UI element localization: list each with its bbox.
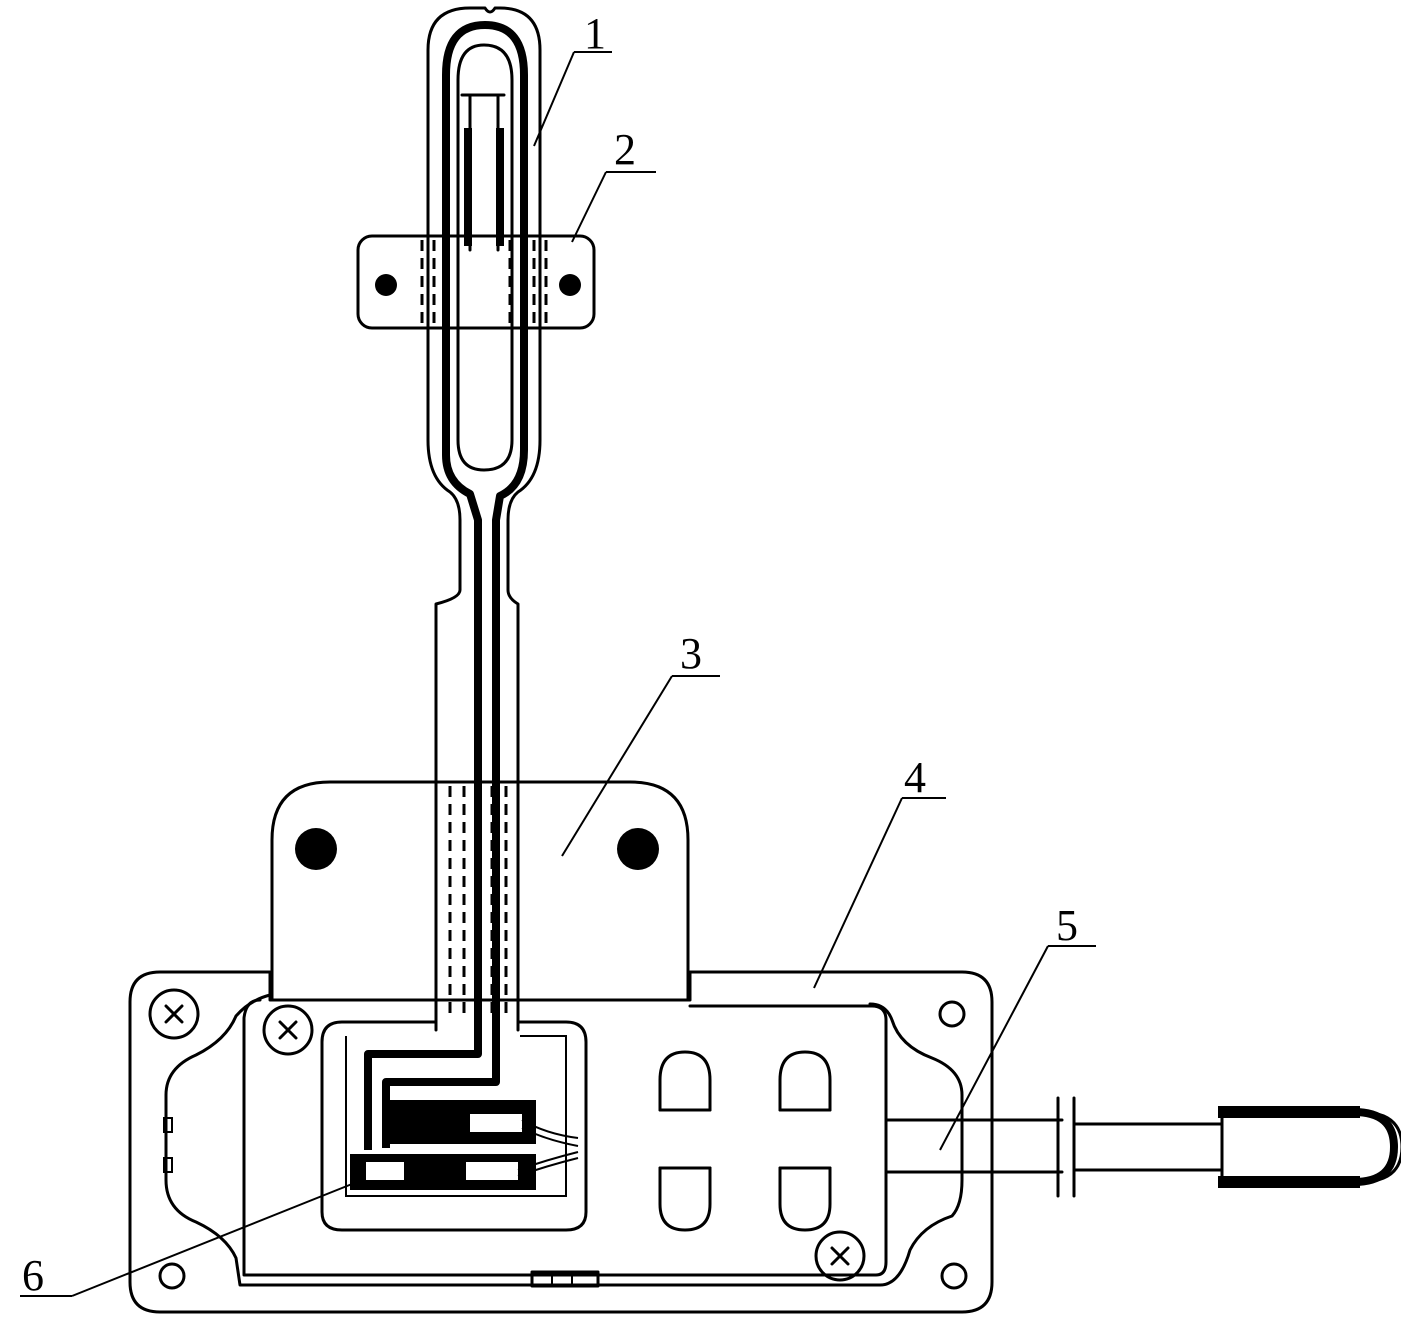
callout-2: 2 (571, 125, 656, 243)
chip-lower-label-area-right (466, 1162, 518, 1180)
chip-upper-label-area (470, 1114, 522, 1132)
mount-hole-bottom-left (158, 1262, 186, 1290)
probe-trace-loop (442, 21, 528, 1030)
cover-plate-outline (270, 780, 690, 1002)
bracket-hidden-traces (420, 240, 548, 326)
callout-4-label: 4 (904, 753, 926, 802)
contact-pad-bottom-left (658, 1166, 712, 1232)
callout-3: 3 (561, 629, 720, 857)
chip-lower-label-area-left (366, 1162, 404, 1180)
mount-hole-top-right (938, 1000, 966, 1028)
callout-6-label: 6 (22, 1251, 44, 1300)
bracket-hole-left (375, 274, 397, 296)
housing-outer-outline (128, 970, 994, 1314)
callout-5-label: 5 (1056, 901, 1078, 950)
circuit-window (320, 1020, 588, 1232)
side-probe-shaft (884, 1118, 1064, 1174)
cover-hole-right (617, 828, 659, 870)
callout-3-label: 3 (680, 629, 702, 678)
screw-board-top-left (262, 1004, 314, 1056)
inner-board-outline (242, 998, 888, 1277)
stem-trace-left (464, 128, 472, 246)
circuit-window-outline (320, 1020, 588, 1232)
callout-4: 4 (813, 753, 946, 989)
screw-top-left (148, 988, 200, 1040)
housing-base (128, 970, 994, 1314)
probe-trace-left (442, 75, 482, 1030)
stem-trace-right (496, 128, 504, 246)
housing-inner-outline (164, 993, 964, 1287)
sensor-probe (426, 6, 542, 1032)
callout-6: 6 (20, 1183, 353, 1300)
side-tab-top (163, 1117, 173, 1133)
side-probe-tip (1220, 1110, 1401, 1184)
contact-pad-top-right (778, 1050, 832, 1112)
contact-pad-top-left (658, 1050, 712, 1112)
callout-1: 1 (533, 9, 612, 147)
screw-board-bottom-right (814, 1230, 866, 1282)
side-tab-bottom (163, 1157, 173, 1173)
cover-hole-left (295, 828, 337, 870)
cover-plate (270, 780, 690, 1020)
probe-outer-outline (426, 6, 542, 1032)
mount-hole-bottom-right (940, 1262, 968, 1290)
side-probe-rod (1072, 1122, 1224, 1172)
probe-inner-slot (456, 43, 514, 472)
tip-band-bottom (1218, 1176, 1360, 1188)
tip-band-top (1218, 1106, 1360, 1118)
bottom-connector-slot (530, 1270, 600, 1288)
mounting-bracket (356, 234, 596, 330)
bracket-outline (356, 234, 596, 330)
bracket-hole-right (559, 274, 581, 296)
contact-pad-bottom-right (778, 1166, 832, 1232)
side-probe (884, 1096, 1401, 1198)
side-probe-flange (1056, 1096, 1076, 1198)
circuit-trace-1 (364, 1022, 482, 1150)
callout-5: 5 (939, 901, 1096, 1151)
inner-board (242, 998, 888, 1282)
callout-2-label: 2 (614, 125, 636, 174)
cover-hidden-traces (434, 786, 520, 1020)
callout-1-label: 1 (584, 9, 606, 58)
circuit-trace-2 (382, 1022, 500, 1148)
